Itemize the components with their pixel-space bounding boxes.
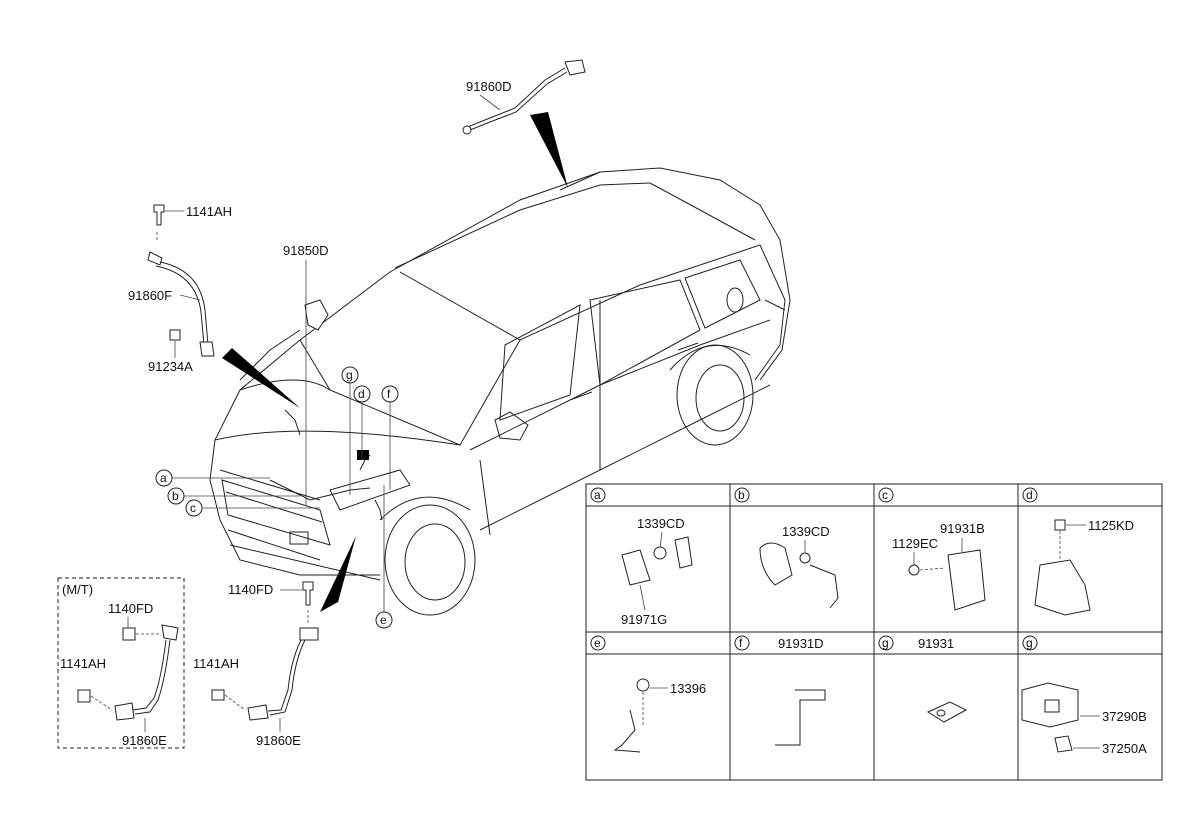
panel-b-part-1339cd: 1339CD bbox=[782, 524, 830, 539]
marker-a-label: a bbox=[160, 471, 167, 485]
callout-91860e-mid: 91860E bbox=[256, 733, 301, 748]
panel-b-letter: b bbox=[738, 488, 745, 502]
cable-91860d: 91860D bbox=[462, 59, 586, 135]
marker-b-label: b bbox=[172, 489, 179, 503]
mt-callout-1141ah: 1141AH bbox=[60, 656, 106, 671]
panel-d-letter: d bbox=[1026, 488, 1033, 502]
panel-c-letter: c bbox=[882, 488, 888, 502]
mt-callout-1140fd: 1140FD bbox=[108, 601, 153, 616]
detail-panel-b: b 1339CD bbox=[734, 487, 839, 609]
panel-f-letter: f bbox=[739, 636, 743, 650]
panel-a-part-91971g: 91971G bbox=[621, 612, 667, 627]
detail-grid: a 1339CD 91971G b 1339CD c 91931B 1129EC bbox=[585, 483, 1163, 781]
panel-a-letter: a bbox=[594, 488, 601, 502]
detail-panel-f: f 91931D bbox=[734, 635, 826, 746]
detail-panel-c: c 91931B 1129EC bbox=[878, 487, 986, 611]
panel-e-part-13396: 13396 bbox=[670, 681, 706, 696]
callout-91850d: 91850D bbox=[283, 243, 329, 258]
mt-title: (M/T) bbox=[62, 582, 93, 597]
cable-91860f: 1141AH 91860F 91234A bbox=[128, 204, 232, 374]
marker-c-label: c bbox=[190, 501, 196, 515]
mt-variant-box: (M/T) 1140FD 1141AH 91860E bbox=[57, 577, 185, 749]
wiring-91850d: 91850D bbox=[269, 243, 383, 521]
callout-1140fd-mid: 1140FD bbox=[228, 582, 273, 597]
marker-d-label: d bbox=[358, 387, 365, 401]
pointer-arrows bbox=[222, 112, 568, 612]
panel-d-part-1125kd: 1125KD bbox=[1088, 518, 1134, 533]
car-illustration bbox=[209, 167, 791, 616]
detail-panel-g-sensor: g 37290B 37250A bbox=[1021, 635, 1147, 756]
panel-e-letter: e bbox=[594, 636, 601, 650]
mt-callout-91860e: 91860E bbox=[122, 733, 167, 748]
panel-f-title-91931d: 91931D bbox=[778, 636, 824, 651]
detail-panel-e: e 13396 bbox=[590, 635, 706, 753]
callout-1141ah-mid: 1141AH bbox=[193, 656, 239, 671]
callout-1141ah-top: 1141AH bbox=[186, 204, 232, 219]
callout-91234a: 91234A bbox=[148, 359, 193, 374]
marker-e-label: e bbox=[380, 613, 387, 627]
panel-a-part-1339cd: 1339CD bbox=[637, 516, 685, 531]
panel-g2-letter: g bbox=[1026, 636, 1033, 650]
panel-c-part-1129ec: 1129EC bbox=[892, 536, 938, 551]
detail-panel-a: a 1339CD 91971G bbox=[590, 487, 693, 627]
callout-91860f: 91860F bbox=[128, 288, 172, 303]
panel-c-part-91931b: 91931B bbox=[940, 521, 985, 536]
location-markers: a b c d e f g bbox=[155, 366, 399, 629]
callout-91860d: 91860D bbox=[466, 79, 512, 94]
marker-f-label: f bbox=[387, 387, 391, 401]
panel-g-part-37250a: 37250A bbox=[1102, 741, 1147, 756]
marker-g-label: g bbox=[346, 368, 353, 382]
detail-panel-d: d 1125KD bbox=[1022, 487, 1134, 616]
panel-g-title-91931: 91931 bbox=[918, 636, 954, 651]
panel-g-part-37290b: 37290B bbox=[1102, 709, 1147, 724]
cable-91860e-main: 1140FD 1141AH 91860E bbox=[193, 581, 319, 748]
detail-panel-g-bracket: g 91931 bbox=[878, 635, 968, 723]
panel-g-letter: g bbox=[882, 636, 889, 650]
